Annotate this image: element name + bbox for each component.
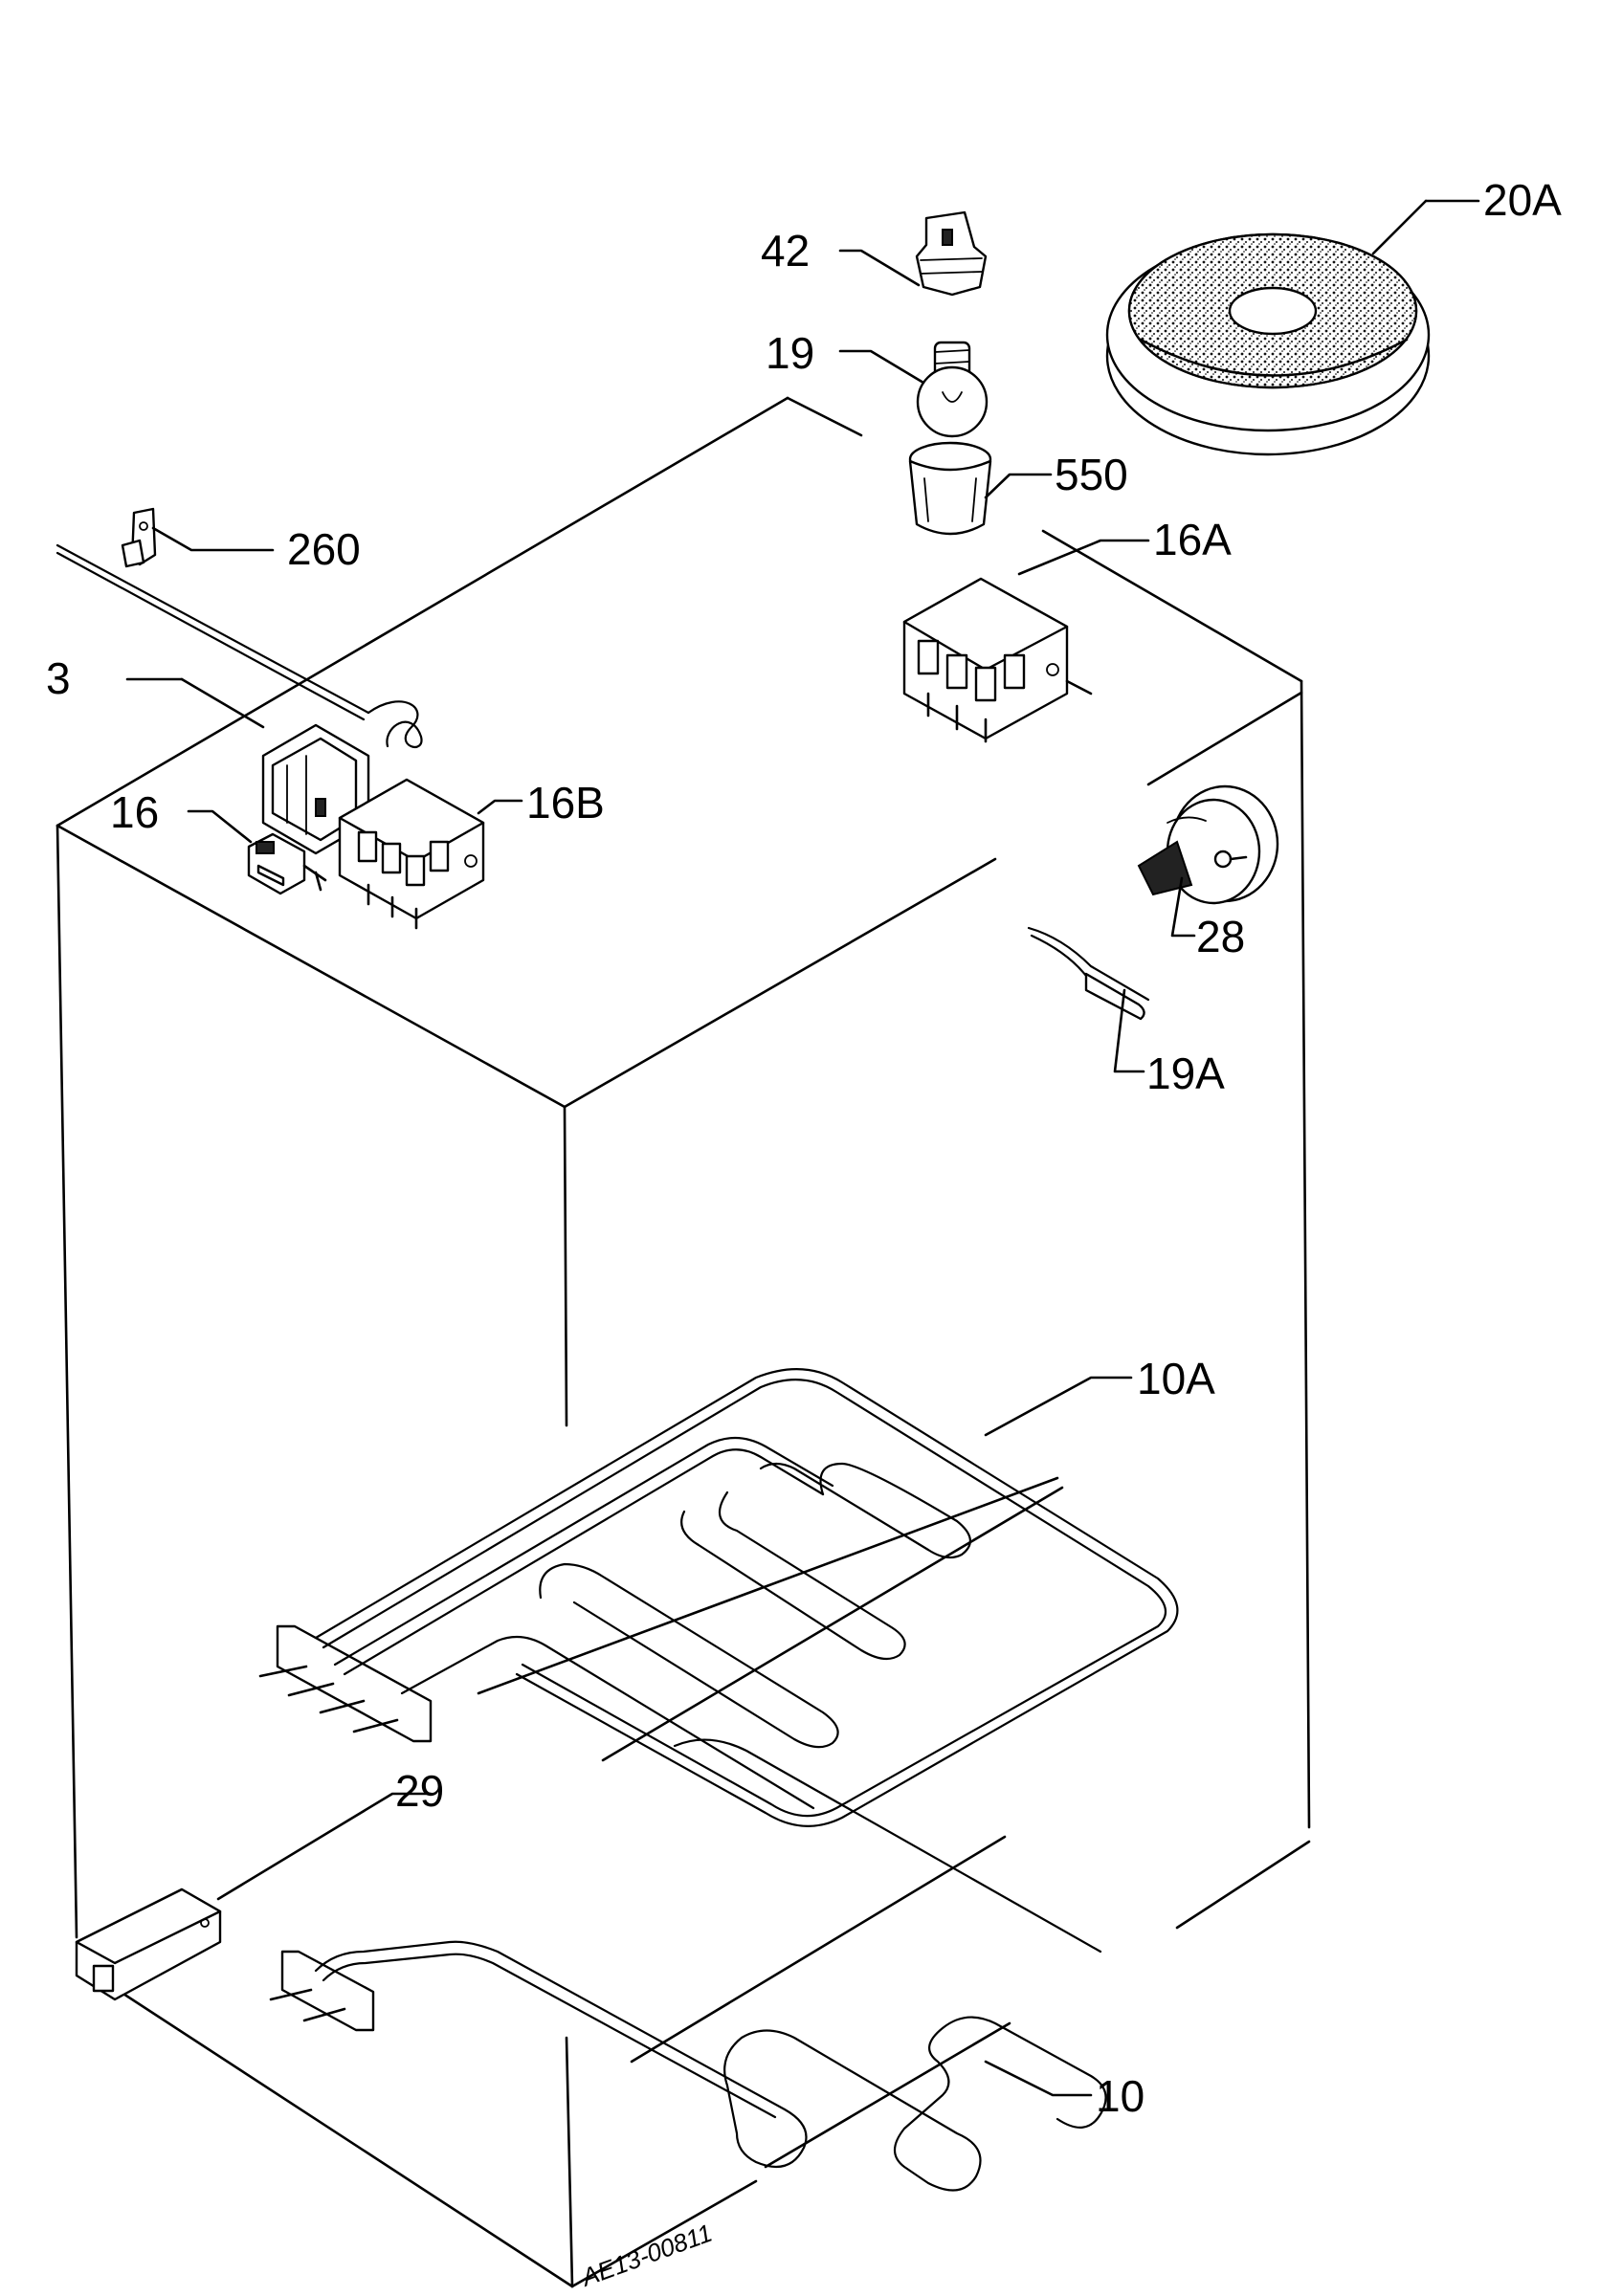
upper-grill-element-part bbox=[258, 1368, 1179, 1827]
label-10a: 10A bbox=[1137, 1354, 1215, 1403]
sensor-lead-part bbox=[1027, 926, 1150, 1021]
label-260: 260 bbox=[287, 524, 361, 574]
label-42: 42 bbox=[761, 226, 810, 276]
capillary-clip-part bbox=[121, 507, 157, 568]
label-16a: 16A bbox=[1153, 515, 1232, 564]
label-28: 28 bbox=[1196, 912, 1245, 961]
selector-switch-16b-part bbox=[338, 778, 485, 930]
label-20a: 20A bbox=[1483, 175, 1562, 225]
oven-cabinet-outline bbox=[56, 396, 1311, 2288]
label-19a: 19A bbox=[1146, 1049, 1225, 1098]
label-19: 19 bbox=[766, 328, 814, 378]
lower-heating-element-part bbox=[269, 1738, 1107, 2192]
label-10: 10 bbox=[1096, 2071, 1144, 2121]
terminal-block-part bbox=[75, 1888, 222, 2001]
push-switch-part bbox=[247, 832, 327, 895]
leader-lines bbox=[125, 199, 1480, 2097]
hotplate-part bbox=[1105, 232, 1431, 456]
drawing-reference-code: AE13-00811 bbox=[576, 2219, 716, 2293]
selector-switch-16a-part bbox=[902, 577, 1093, 743]
label-29: 29 bbox=[395, 1766, 444, 1816]
label-3: 3 bbox=[46, 653, 71, 703]
label-16: 16 bbox=[110, 787, 159, 837]
lamp-cover-part bbox=[908, 441, 992, 536]
oven-lamp-bulb-part bbox=[916, 341, 989, 438]
lamp-holder-part bbox=[915, 210, 988, 297]
label-550: 550 bbox=[1055, 450, 1128, 499]
label-16b: 16B bbox=[526, 778, 605, 828]
callout-labels: 20A 42 19 550 260 16A 3 16 16B 28 19A 10… bbox=[46, 175, 1562, 2121]
fan-motor-part bbox=[1137, 784, 1279, 905]
